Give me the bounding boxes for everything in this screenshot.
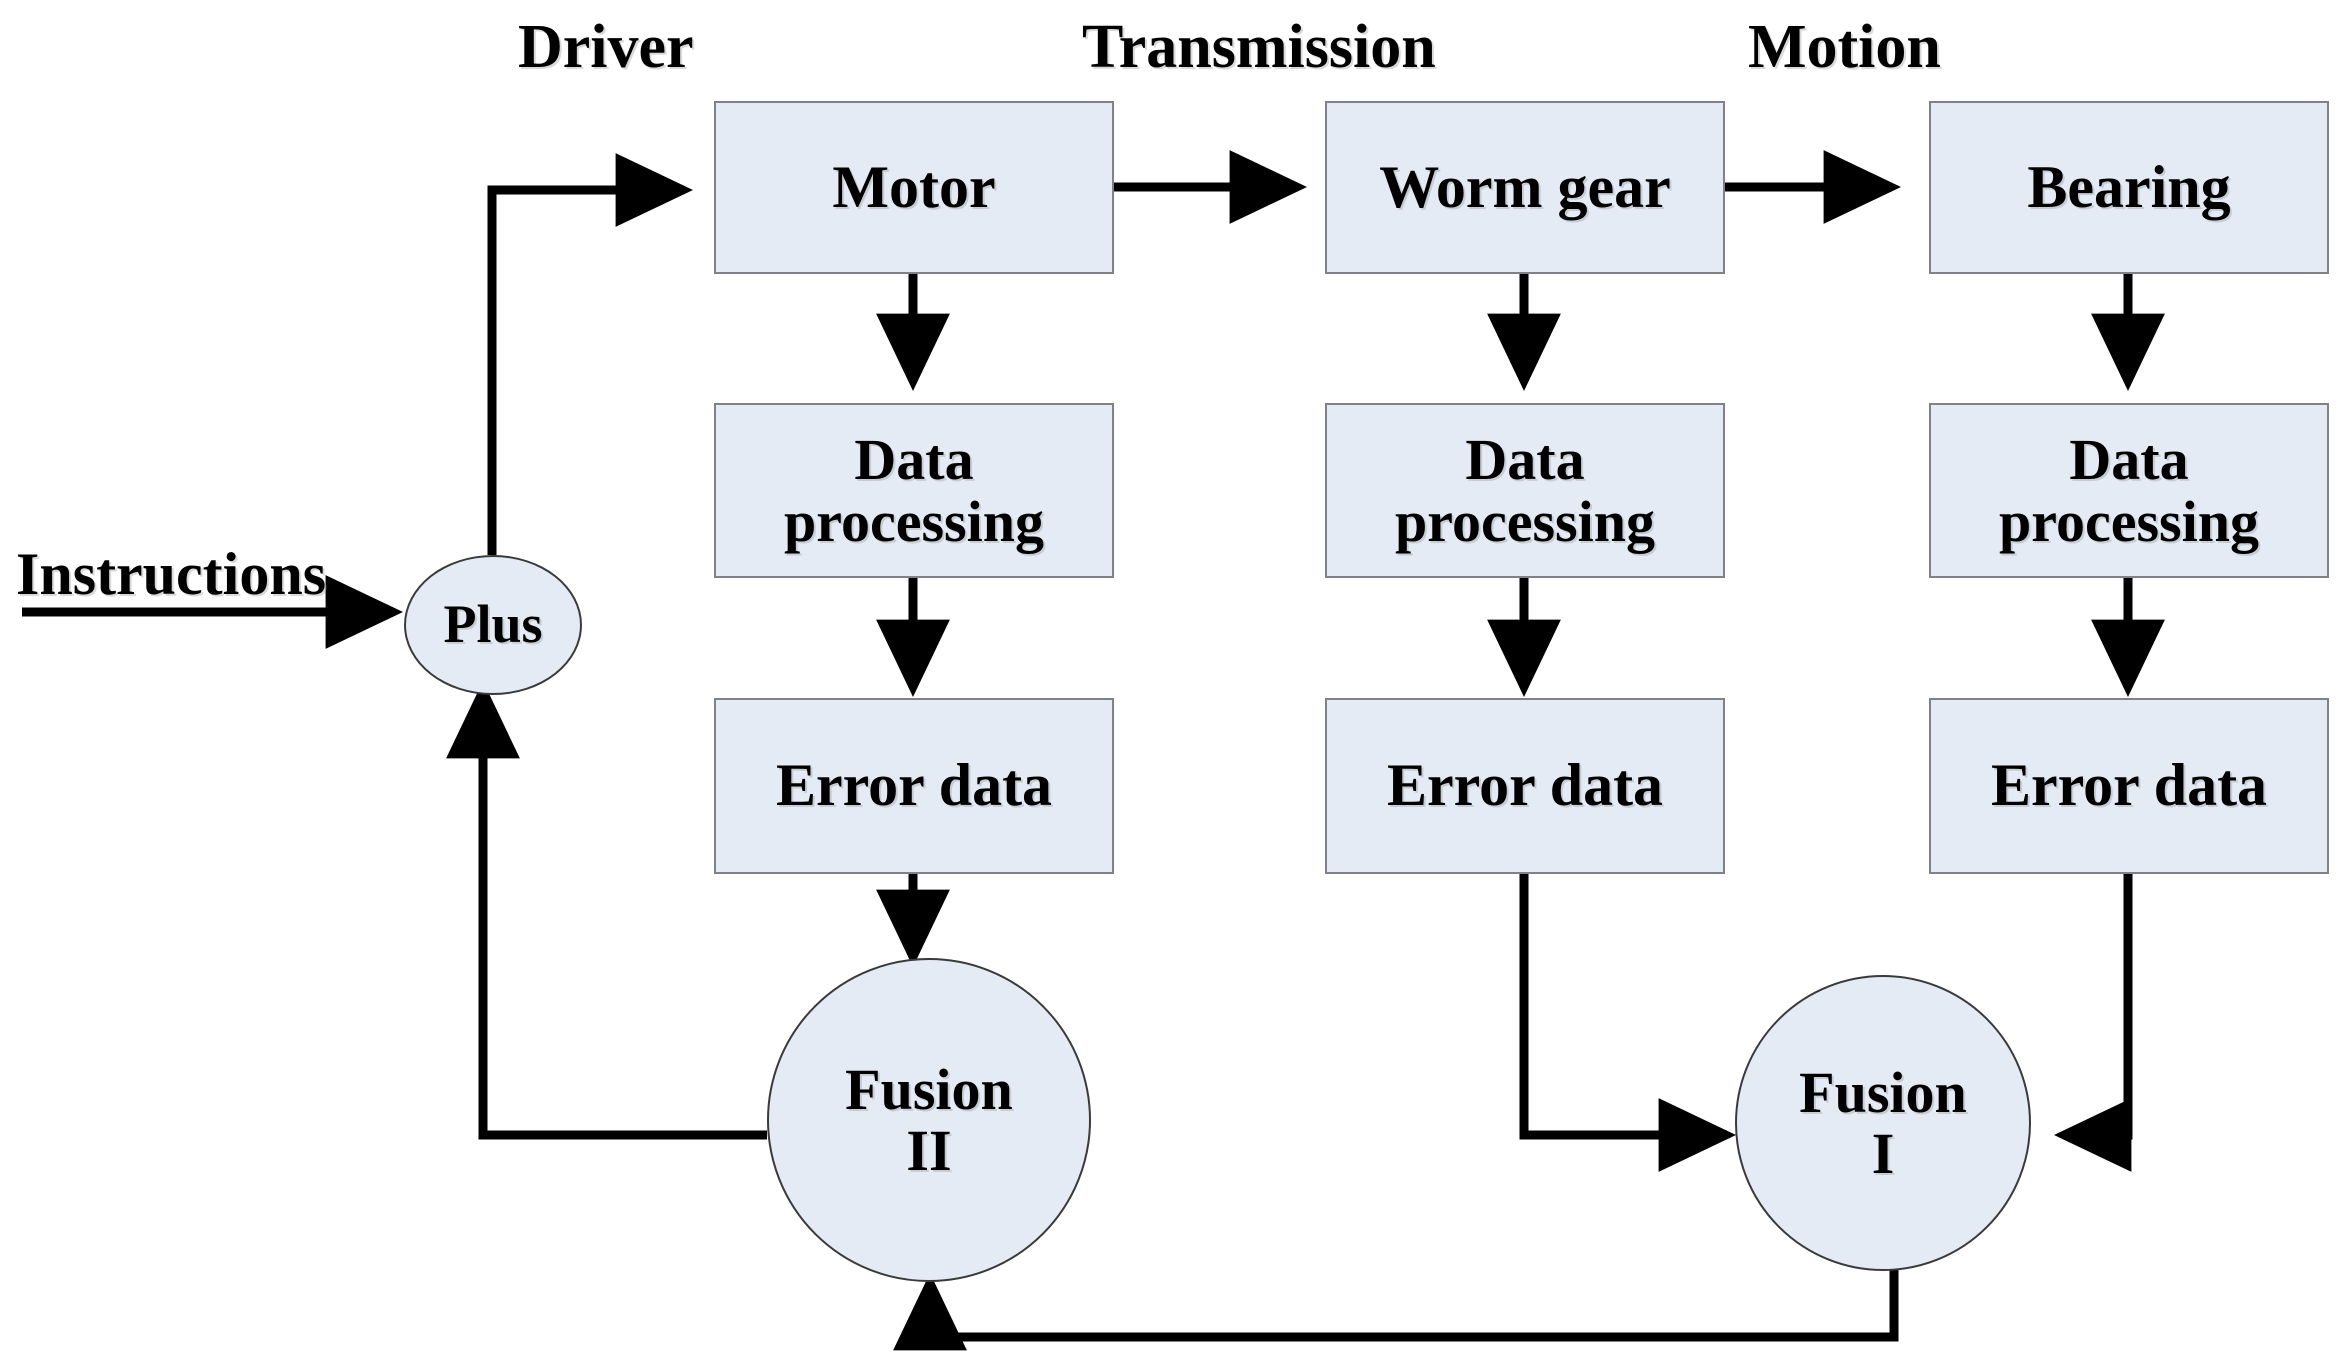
- node-fusion-one-line2: I: [1871, 1121, 1895, 1186]
- edge-err-trans-to-fusion1: [1519, 874, 1737, 1172]
- node-bearing-label: Bearing: [2027, 153, 2231, 220]
- node-motor[interactable]: Motor: [714, 101, 1114, 274]
- node-data-processing-motion-line2: processing: [1999, 488, 2259, 554]
- node-fusion-one[interactable]: Fusion I: [1735, 975, 2031, 1271]
- node-plus[interactable]: Plus: [404, 555, 582, 695]
- node-data-processing-transmission-line2: processing: [1395, 488, 1655, 554]
- node-error-data-transmission-label: Error data: [1386, 752, 1664, 819]
- node-data-processing-transmission[interactable]: Data processing: [1325, 403, 1725, 578]
- node-plus-label: Plus: [443, 594, 543, 655]
- node-fusion-two-line1: Fusion: [845, 1056, 1013, 1122]
- edge-plus-to-motor: [487, 153, 694, 555]
- node-bearing[interactable]: Bearing: [1929, 101, 2329, 274]
- node-fusion-one-line1: Fusion: [1799, 1059, 1967, 1125]
- node-worm-gear-label: Worm gear: [1379, 153, 1671, 220]
- node-data-processing-motion[interactable]: Data processing: [1929, 403, 2329, 578]
- group-label-motion: Motion: [1748, 13, 1941, 81]
- group-label-transmission: Transmission: [1082, 13, 1436, 81]
- node-fusion-two[interactable]: Fusion II: [767, 958, 1091, 1282]
- edge-err-motion-to-fusion1: [2053, 874, 2133, 1172]
- node-data-processing-driver-line1: Data: [854, 427, 974, 493]
- node-data-processing-driver-line2: processing: [784, 488, 1044, 554]
- node-error-data-driver-label: Error data: [775, 752, 1053, 819]
- node-data-processing-driver[interactable]: Data processing: [714, 403, 1114, 578]
- node-error-data-motion[interactable]: Error data: [1929, 698, 2329, 874]
- node-error-data-transmission[interactable]: Error data: [1325, 698, 1725, 874]
- node-error-data-driver[interactable]: Error data: [714, 698, 1114, 874]
- node-fusion-two-line2: II: [906, 1118, 952, 1183]
- node-error-data-motion-label: Error data: [1990, 752, 2268, 819]
- group-label-driver: Driver: [518, 13, 694, 81]
- node-motor-label: Motor: [832, 153, 996, 220]
- node-data-processing-motion-line1: Data: [2069, 427, 2189, 493]
- input-label-instructions: Instructions: [16, 541, 327, 607]
- edge-fusion1-to-fusion2: [893, 1268, 1899, 1351]
- node-data-processing-transmission-line1: Data: [1465, 427, 1585, 493]
- node-worm-gear[interactable]: Worm gear: [1325, 101, 1725, 274]
